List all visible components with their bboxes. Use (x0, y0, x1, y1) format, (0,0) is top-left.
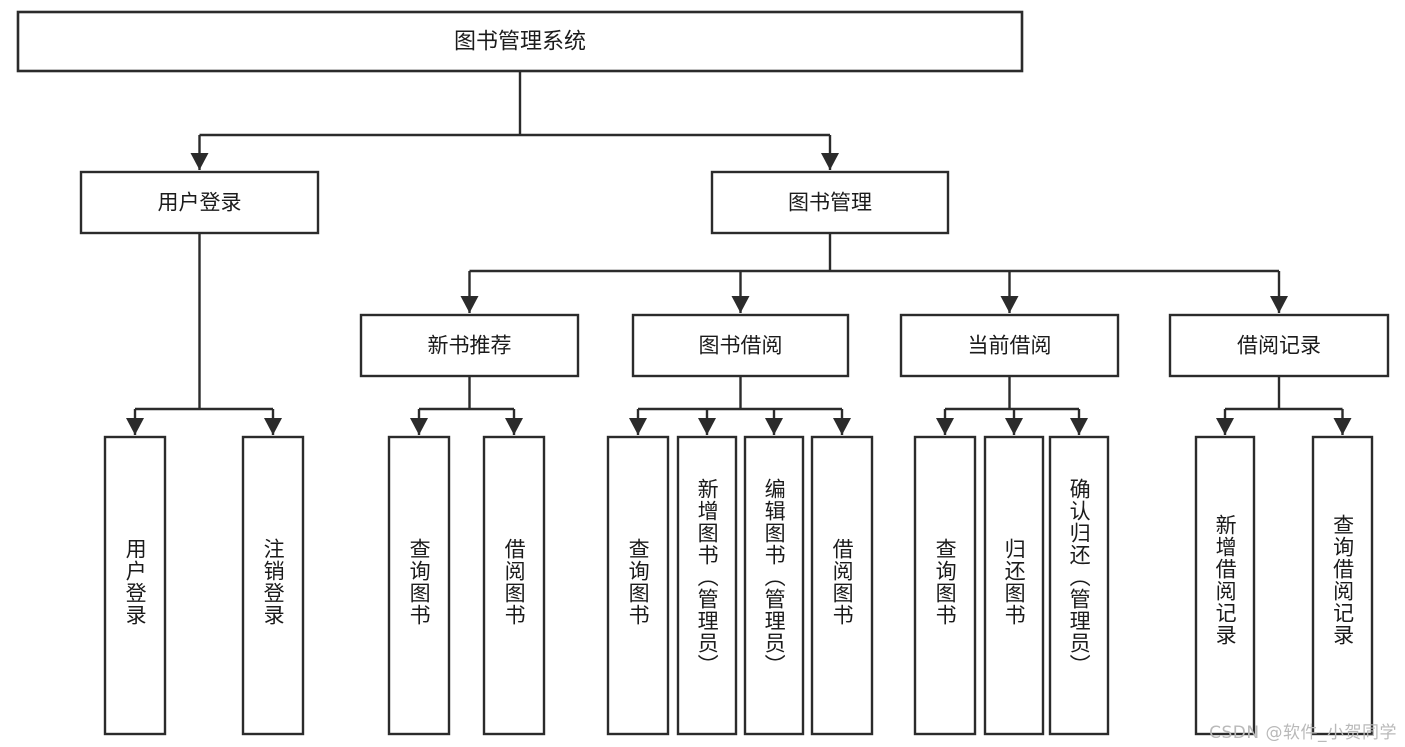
leaf-node-box[interactable] (983, 435, 1045, 736)
level2-node-label: 借阅记录 (1237, 334, 1321, 358)
level1-node-box[interactable] (710, 170, 950, 235)
arrow-head-icon (460, 296, 479, 313)
arrow-head-icon (1000, 296, 1019, 313)
arrow-head-icon (1333, 418, 1352, 435)
leaf-node-box[interactable] (387, 435, 451, 736)
arrow-head-icon (936, 418, 954, 435)
arrow-head-icon (833, 418, 851, 435)
arrow-head-icon (629, 418, 647, 435)
level1-node-label: 用户登录 (158, 191, 242, 215)
arrow-head-icon (190, 153, 209, 170)
leaf-node-box[interactable] (743, 435, 805, 736)
arrow-head-icon (410, 418, 428, 435)
node-boxes (16, 10, 1390, 736)
leaf-node-box[interactable] (103, 435, 167, 736)
level2-node-label: 当前借阅 (968, 334, 1052, 358)
level2-node-label: 新书推荐 (428, 334, 512, 358)
arrow-head-icon (698, 418, 716, 435)
leaf-node-box[interactable] (913, 435, 977, 736)
level1-node-label: 图书管理 (788, 191, 872, 215)
level2-node-box[interactable] (359, 313, 580, 378)
arrow-head-icon (821, 153, 839, 170)
leaf-node-box[interactable] (482, 435, 546, 736)
leaf-node-box[interactable] (606, 435, 670, 736)
level2-node-box[interactable] (1168, 313, 1390, 378)
connector-lines (126, 71, 1352, 435)
level2-node-label: 图书借阅 (699, 334, 783, 358)
root-node-label: 图书管理系统 (454, 30, 586, 55)
arrow-head-icon (1070, 418, 1088, 435)
leaf-node-box[interactable] (1194, 435, 1256, 736)
level1-node-box[interactable] (79, 170, 320, 235)
leaf-node-box[interactable] (241, 435, 305, 736)
arrow-head-icon (505, 418, 523, 435)
arrow-head-icon (765, 418, 783, 435)
leaf-node-box[interactable] (810, 435, 874, 736)
level2-node-box[interactable] (631, 313, 850, 378)
leaf-node-box[interactable] (1048, 435, 1110, 736)
arrow-head-icon (1216, 418, 1234, 435)
arrow-head-icon (1270, 296, 1288, 313)
arrow-head-icon (126, 418, 144, 435)
arrow-head-icon (731, 296, 750, 313)
leaf-node-box[interactable] (1311, 435, 1374, 736)
leaf-node-box[interactable] (676, 435, 738, 736)
arrow-head-icon (1005, 418, 1023, 435)
level2-node-box[interactable] (899, 313, 1120, 378)
arrow-head-icon (264, 418, 282, 435)
root-node-box[interactable] (16, 10, 1024, 73)
